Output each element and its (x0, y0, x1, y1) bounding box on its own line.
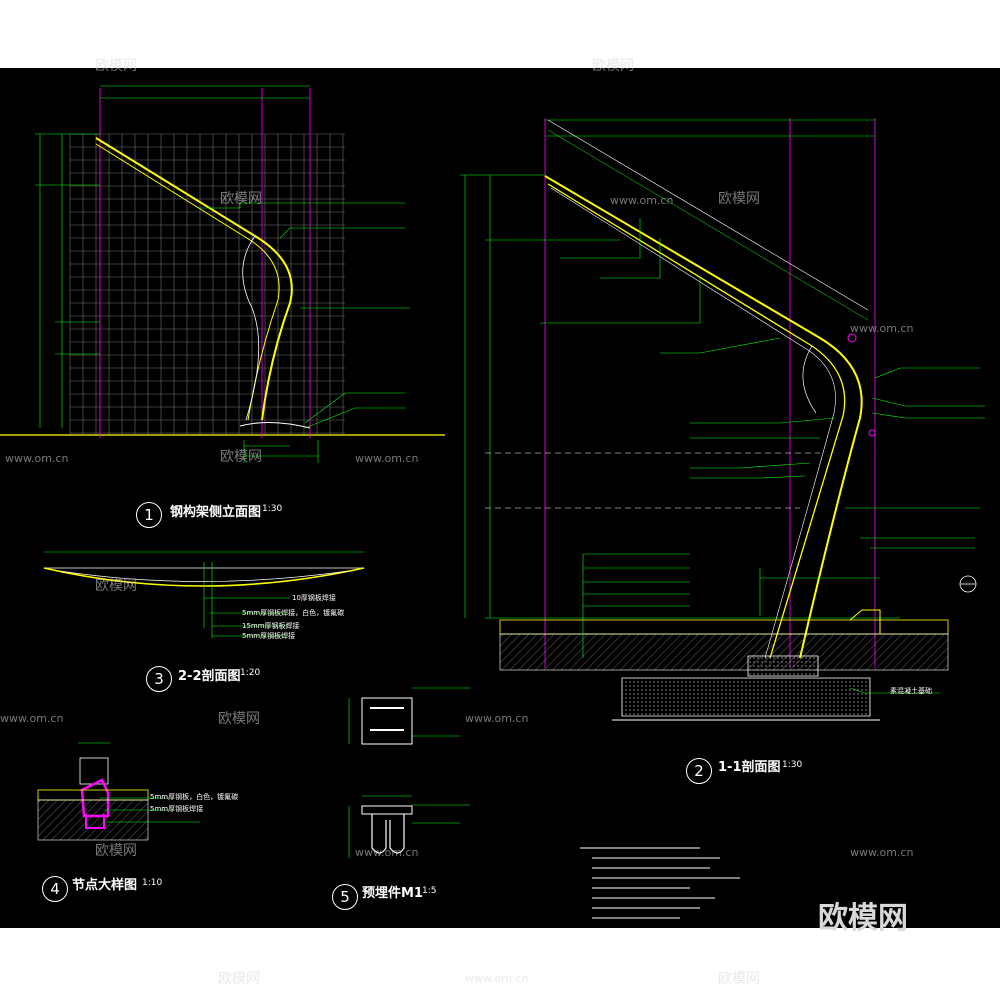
view3-title: 2-2剖面图 (178, 669, 241, 684)
watermark-brand: 欧模网 (95, 58, 137, 74)
watermark-url: www.om.cn (850, 322, 914, 335)
view4-note-1: 5mm厚钢板，白色，镀氟碳 (150, 793, 239, 801)
watermark-url: www.om.cn (355, 846, 419, 859)
watermark-url: www.om.cn (465, 712, 529, 725)
watermark-brand: 欧模网 (592, 58, 634, 74)
watermark-corner-logo: 欧模网 (818, 901, 908, 936)
notes-block (580, 847, 740, 919)
watermark-url: www.om.cn (610, 194, 674, 207)
watermark-brand: 欧模网 (718, 191, 760, 207)
view1-grid (69, 133, 345, 434)
view4-note-2: 5mm厚钢板焊接 (150, 805, 204, 813)
watermark-url: www.om.cn (850, 846, 914, 859)
watermark-brand: 欧模网 (95, 843, 137, 859)
watermark-brand: 欧模网 (218, 711, 260, 727)
view1-title: 钢构架侧立面图 (170, 505, 262, 520)
view2-number: 2 (686, 758, 712, 784)
view3-note-2: 5mm厚钢板焊接，白色，镀氟碳 (242, 609, 345, 617)
view1-elevation (0, 85, 445, 463)
view4-title: 节点大样图 (72, 878, 138, 893)
view2-section (460, 118, 985, 721)
watermark-brand: 欧模网 (718, 971, 760, 987)
view3-note-1: 10厚钢板焊接 (292, 594, 336, 602)
view3-note-3: 15mm厚钢板焊接 (242, 622, 300, 630)
view3-section (43, 551, 365, 638)
view3-note-4: 5mm厚钢板焊接 (242, 632, 296, 640)
view5-title: 预埋件M1 (362, 886, 423, 901)
watermark-brand: 欧模网 (95, 578, 137, 594)
watermark-brand: 欧模网 (218, 971, 260, 987)
view3-scale: 1:20 (240, 668, 261, 678)
watermark-brand: 欧模网 (220, 191, 262, 207)
view2-scale: 1:30 (782, 760, 803, 770)
watermark-url: www.om.cn (5, 452, 69, 465)
cad-drawing (0, 85, 985, 919)
watermark-url: www.om.cn (465, 972, 529, 985)
view4-scale: 1:10 (142, 878, 163, 888)
view5-embed (348, 687, 470, 858)
view2-title: 1-1剖面图 (718, 760, 781, 775)
view3-number: 3 (146, 666, 172, 692)
watermark-brand: 欧模网 (220, 449, 262, 465)
view5-number: 5 (332, 884, 358, 910)
watermark-url: www.om.cn (355, 452, 419, 465)
view1-number: 1 (136, 502, 162, 528)
view4-number: 4 (42, 876, 68, 902)
view2-base-note: 素混凝土基础 (890, 687, 932, 695)
view1-scale: 1:30 (262, 504, 283, 514)
view4-detail (37, 742, 200, 841)
drawing-canvas: 1 钢构架侧立面图 1:30 2 1-1剖面图 1:30 3 2-2剖面图 1:… (0, 68, 1000, 928)
view5-scale: 1:5 (422, 886, 437, 896)
watermark-url: www.om.cn (0, 712, 64, 725)
